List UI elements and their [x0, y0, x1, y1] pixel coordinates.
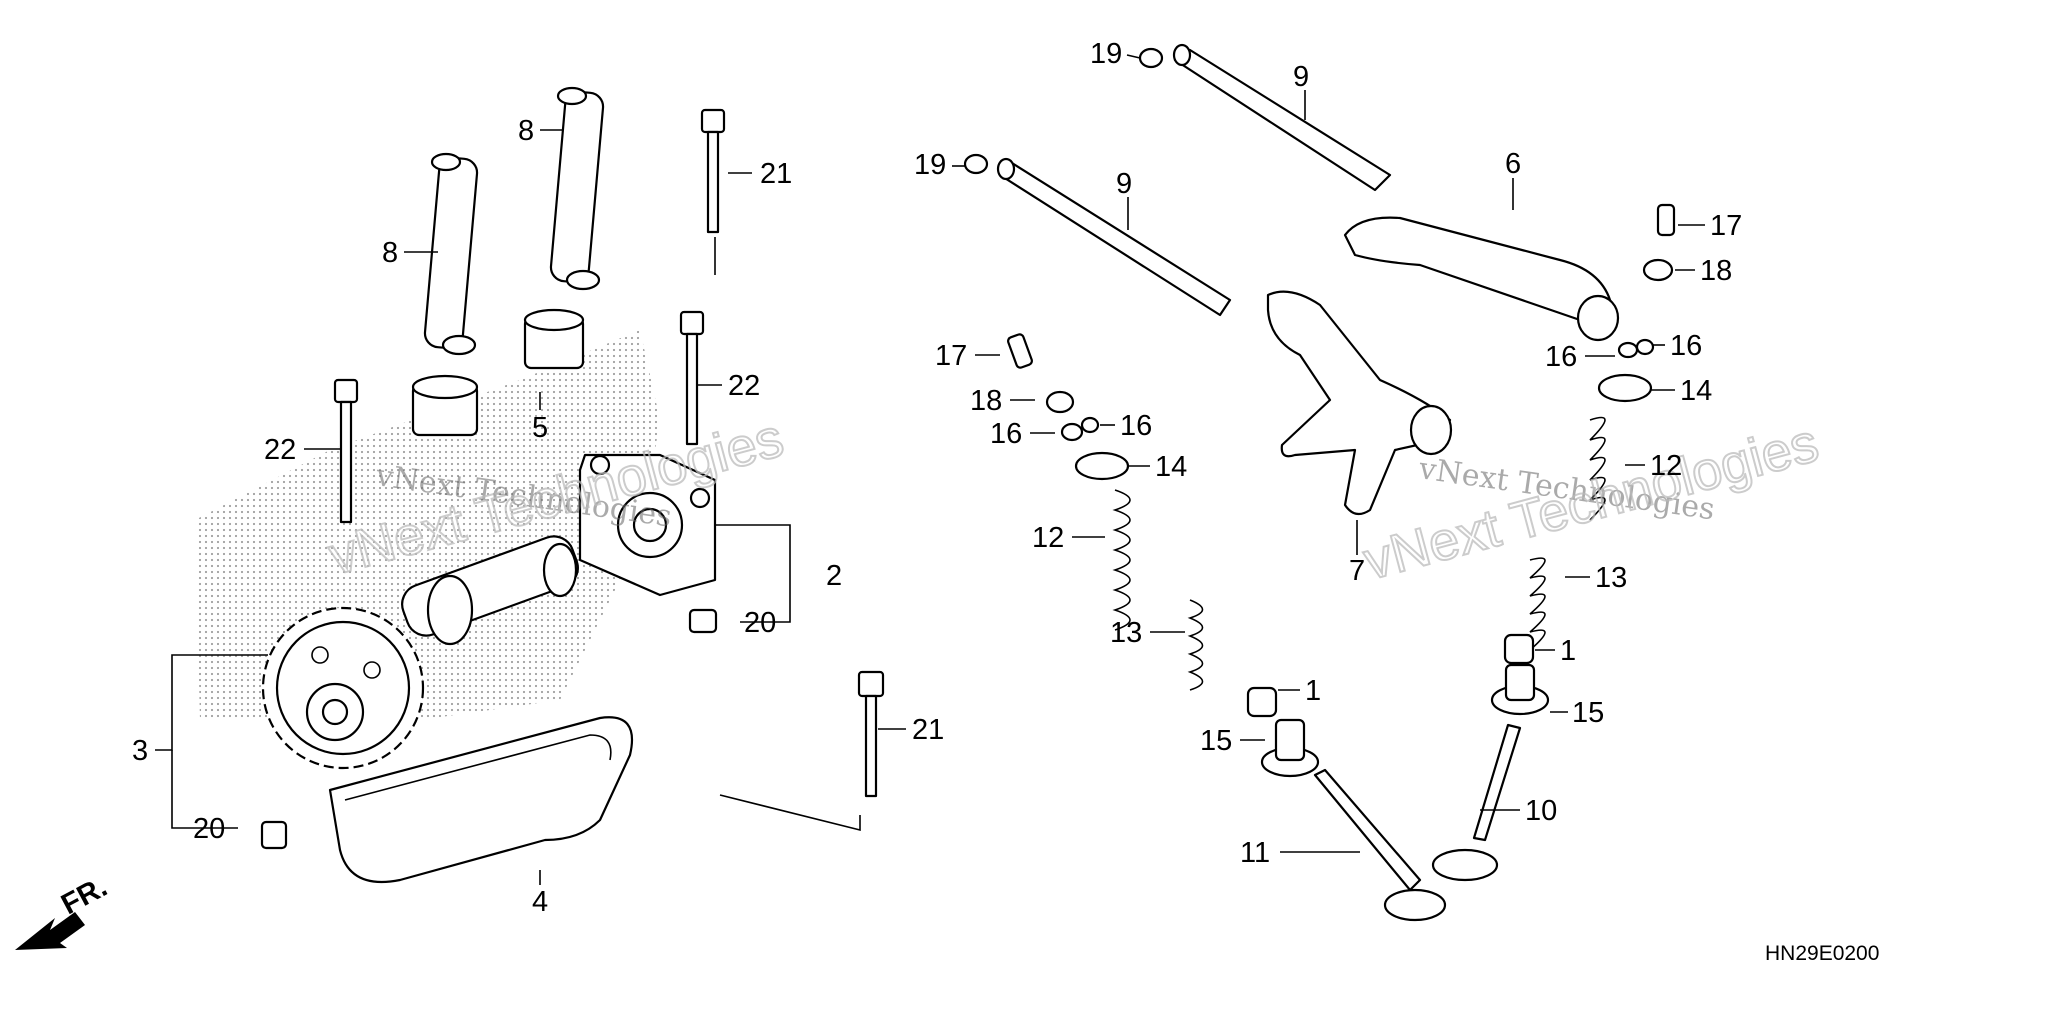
bushing-5-left [411, 374, 479, 437]
callout-17: 17 [935, 340, 967, 372]
callout-16: 16 [1120, 410, 1152, 442]
callout-5: 5 [532, 412, 548, 444]
callout-19: 19 [914, 149, 946, 181]
callout-10: 10 [1525, 795, 1557, 827]
callout-18: 18 [970, 385, 1002, 417]
camshaft-holder-2 [578, 453, 717, 597]
spring-13-right [1529, 557, 1546, 651]
callout-13: 13 [1110, 617, 1142, 649]
spring-seat-15-left [1260, 718, 1320, 778]
callout-11: 11 [1240, 837, 1270, 869]
washer-19-top [1138, 47, 1164, 69]
callout-4: 4 [532, 886, 548, 918]
valve-seal-1-right [1503, 633, 1535, 665]
callout-22: 22 [728, 370, 760, 402]
callout-12: 12 [1032, 522, 1064, 554]
callout-1: 1 [1560, 635, 1576, 667]
camshaft [401, 535, 579, 646]
pin-8-right [549, 86, 605, 291]
rocker-arm-7 [1266, 290, 1453, 516]
washer-19-left [963, 153, 989, 175]
bolt-22-right [679, 310, 705, 446]
front-marker-label: FR. [56, 871, 112, 921]
drawing-code: HN29E0200 [1765, 942, 1879, 965]
rocker-arm-6 [1343, 216, 1620, 342]
front-arrow-icon [15, 912, 85, 950]
bolt-21-bottom [857, 670, 885, 798]
cover-4 [328, 716, 634, 884]
callout-9: 9 [1293, 61, 1309, 93]
callout-14: 14 [1155, 451, 1187, 483]
pin-8-left [423, 152, 479, 356]
callout-20: 20 [193, 813, 225, 845]
callout-3: 3 [132, 735, 148, 767]
retainer-14-right [1597, 373, 1653, 403]
bushing-5-right [523, 308, 585, 370]
bolt-22-left [333, 378, 359, 524]
callout-17: 17 [1710, 210, 1742, 242]
callout-14: 14 [1680, 375, 1712, 407]
retainer-14-left [1074, 451, 1130, 481]
nut-18-left [1045, 390, 1075, 414]
spring-13-left [1187, 599, 1204, 691]
bolt-21-top [700, 108, 726, 234]
callout-15: 15 [1200, 725, 1232, 757]
callout-12: 12 [1650, 450, 1682, 482]
dowel-20-left [260, 820, 288, 850]
callout-2: 2 [826, 560, 842, 592]
cotter-16-d [1635, 338, 1655, 356]
callout-16: 16 [1545, 341, 1577, 373]
callout-6: 6 [1505, 148, 1521, 180]
callout-16: 16 [990, 418, 1022, 450]
callout-7: 7 [1349, 555, 1365, 587]
nut-18-right [1642, 258, 1674, 282]
adjuster-17-right [1656, 203, 1676, 237]
rocker-shaft-9-left [996, 157, 1232, 317]
valve-11 [1313, 768, 1447, 922]
callout-21: 21 [912, 714, 944, 746]
cotter-16-a [1060, 422, 1084, 442]
spring-12-right [1589, 416, 1606, 521]
leader-lines [155, 54, 1705, 885]
callout-1: 1 [1305, 675, 1321, 707]
dowel-20-right [688, 608, 718, 634]
valve-10 [1431, 723, 1522, 882]
cam-sprocket-3 [261, 606, 425, 770]
callout-13: 13 [1595, 562, 1627, 594]
adjuster-17-left [1007, 333, 1033, 369]
callout-21: 21 [760, 158, 792, 190]
front-direction-marker: FR. [15, 871, 113, 950]
spring-12-left [1112, 489, 1131, 631]
cotter-16-b [1080, 416, 1100, 434]
cotter-16-c [1617, 341, 1639, 359]
callout-8: 8 [518, 115, 534, 147]
callout-19: 19 [1090, 38, 1122, 70]
callout-20: 20 [744, 607, 776, 639]
spring-seat-15-right [1490, 663, 1550, 716]
callout-8: 8 [382, 237, 398, 269]
callout-18: 18 [1700, 255, 1732, 287]
callout-labels: 19 9 19 9 8 8 21 5 22 22 2 20 3 20 21 4 … [132, 38, 1742, 918]
callout-9: 9 [1116, 168, 1132, 200]
callout-16: 16 [1670, 330, 1702, 362]
callout-15: 15 [1572, 697, 1604, 729]
valve-seal-1-left [1246, 686, 1278, 718]
callout-22: 22 [264, 434, 296, 466]
rocker-shaft-9-top [1172, 43, 1392, 192]
